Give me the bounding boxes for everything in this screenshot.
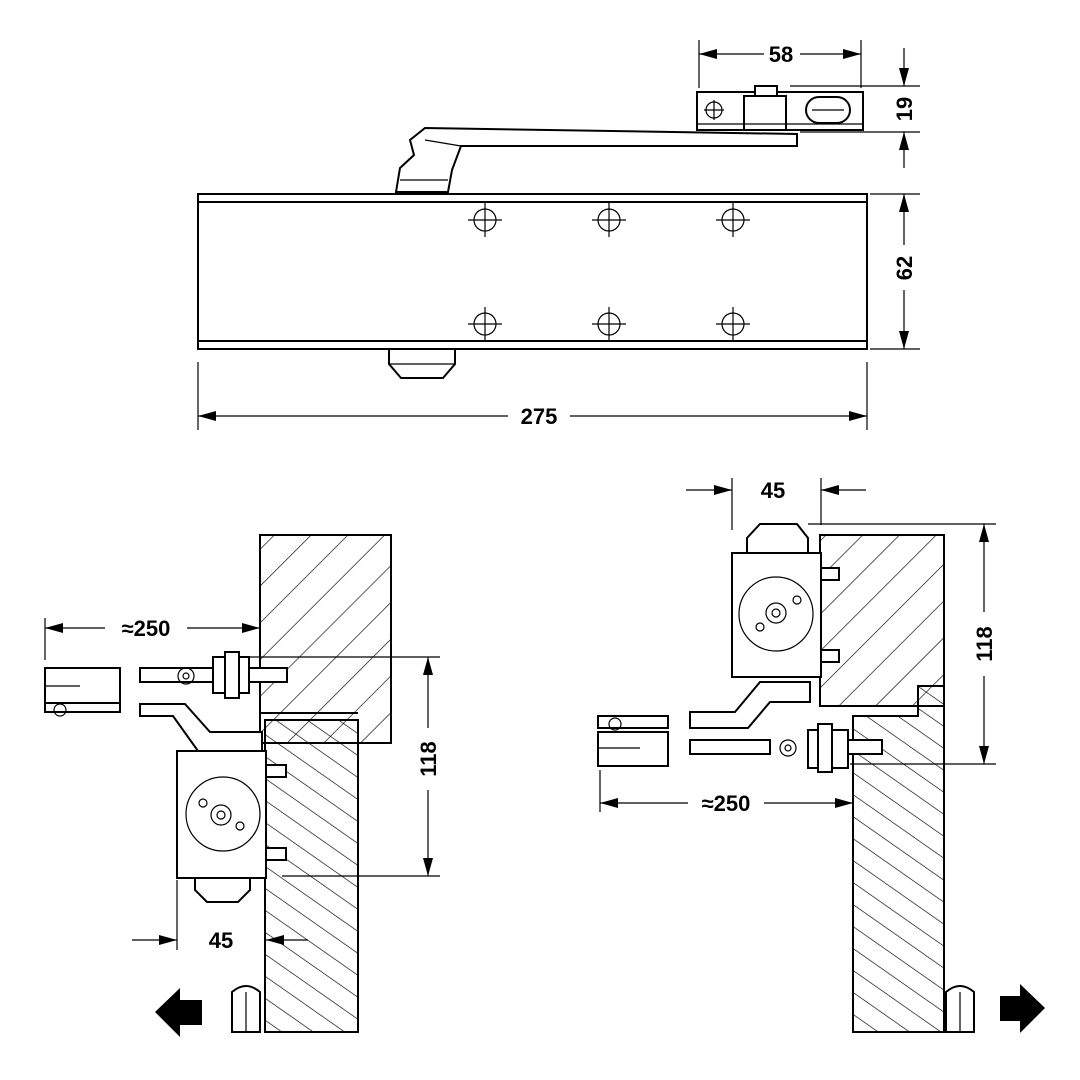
dim-body-height: 62 xyxy=(870,193,920,350)
closer-arm xyxy=(394,126,798,193)
dim-arm-height: 19 xyxy=(790,48,920,168)
dim-pull-depth: 45 xyxy=(132,880,308,953)
door-frame xyxy=(259,534,392,744)
push-side-view: 45 118 ≈250 xyxy=(597,478,1045,1033)
dim-body-length: 275 xyxy=(197,362,868,430)
closer-body-side xyxy=(731,523,840,678)
dim-arm-height-label: 19 xyxy=(892,97,917,121)
arm-shoe xyxy=(696,85,864,131)
closer-arm-side xyxy=(139,651,288,752)
arrow-left-icon xyxy=(155,988,202,1037)
screw-hole-icon xyxy=(468,203,502,237)
closer-body-side xyxy=(176,750,287,903)
dim-arm-width-label: 58 xyxy=(769,42,793,67)
dim-push-depth-label: 45 xyxy=(761,478,785,503)
dim-push-depth: 45 xyxy=(686,478,866,530)
dim-pull-height: 118 xyxy=(248,656,441,877)
dim-arm-width: 58 xyxy=(698,40,862,88)
mounting-holes xyxy=(468,203,750,341)
pull-side-view: ≈250 118 45 xyxy=(44,534,441,1037)
dim-push-height: 118 xyxy=(808,523,997,765)
screw-hole-icon xyxy=(592,307,626,341)
screw-hole-icon xyxy=(592,203,626,237)
dim-body-length-label: 275 xyxy=(521,404,558,429)
top-view: 58 19 62 xyxy=(197,40,920,430)
door-frame xyxy=(819,534,945,707)
screw-hole-icon xyxy=(716,203,750,237)
dim-push-projection: ≈250 xyxy=(599,770,853,816)
closer-arm-side xyxy=(689,681,883,773)
screw-hole-icon xyxy=(468,307,502,341)
closer-body xyxy=(197,193,868,350)
arrow-right-icon xyxy=(1000,984,1045,1033)
screw-hole-icon xyxy=(716,307,750,341)
arm-shoe-side xyxy=(44,667,121,717)
dim-pull-projection: ≈250 xyxy=(44,616,260,660)
dim-pull-depth-label: 45 xyxy=(209,928,233,953)
dim-push-projection-label: ≈250 xyxy=(702,791,751,816)
dim-push-height-label: 118 xyxy=(972,626,997,662)
dim-pull-height-label: 118 xyxy=(416,741,441,777)
arm-shoe-side xyxy=(597,715,669,767)
dim-pull-projection-label: ≈250 xyxy=(122,616,171,641)
door-leaf xyxy=(852,685,945,1033)
dim-body-height-label: 62 xyxy=(892,256,917,280)
